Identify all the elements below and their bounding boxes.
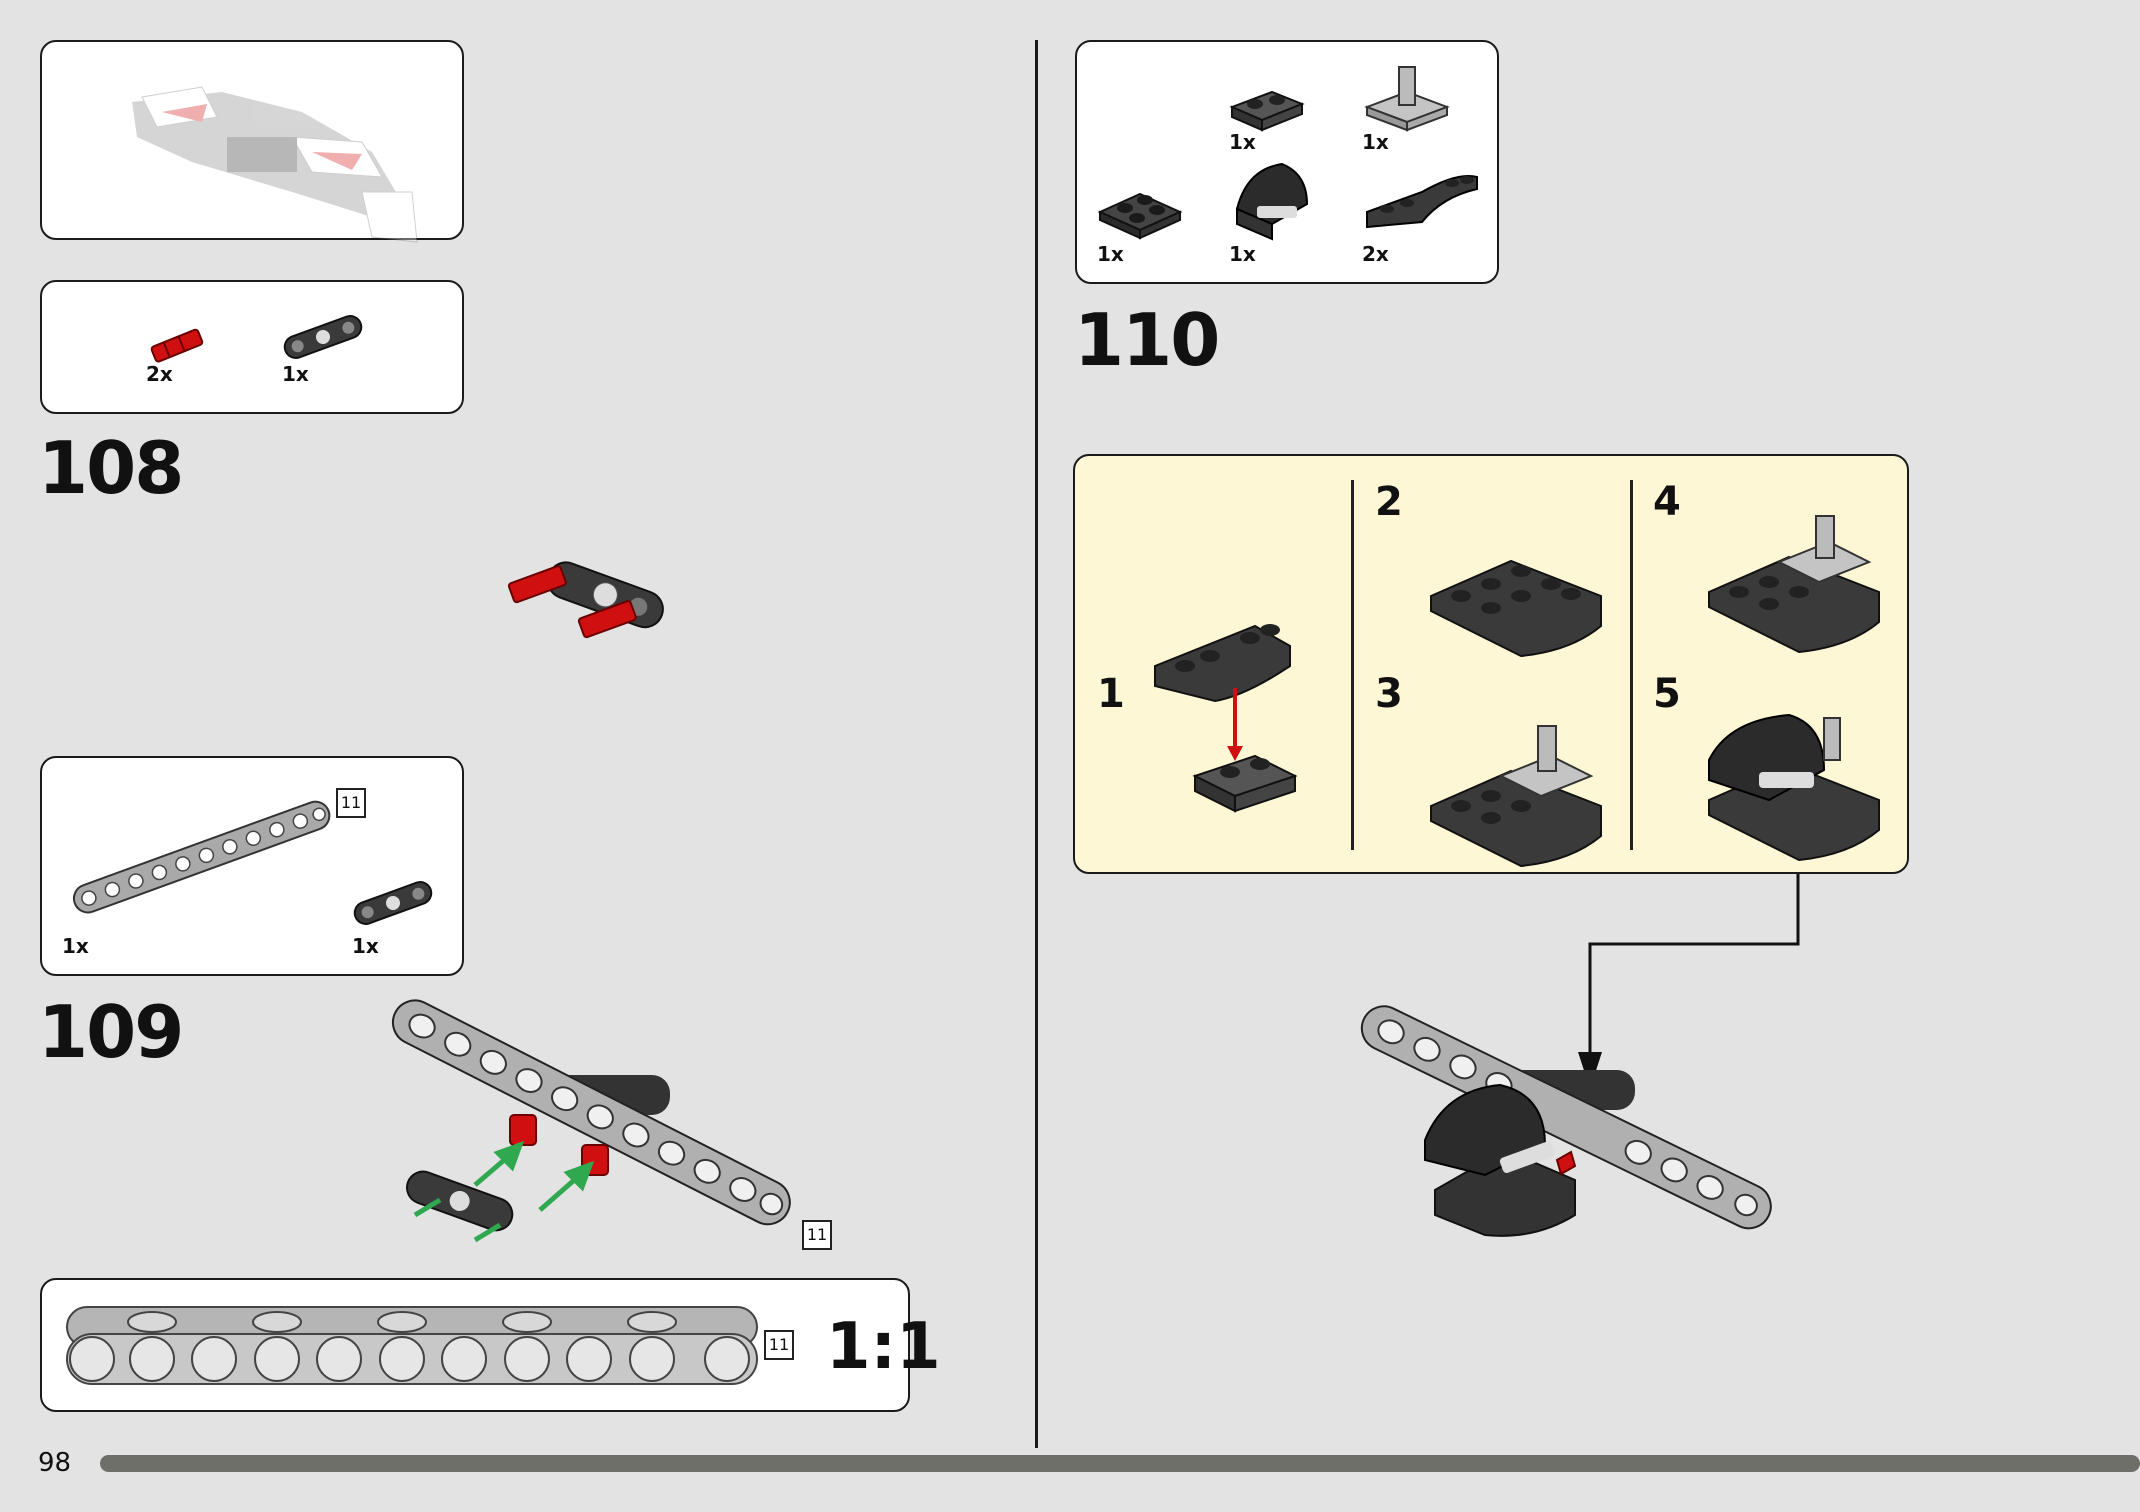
plate-with-pin-icon [1364,66,1450,132]
part-quantity: 1x [1362,130,1389,154]
part-quantity: 2x [1362,242,1389,266]
dark-beam-3-icon [283,315,363,359]
substep-number-2: 2 [1375,479,1403,525]
subassembly-divider [1630,480,1633,850]
grey-beam-11-icon [72,800,331,914]
substep-3-image [1430,725,1602,868]
red-axle-pin-icon [150,328,204,363]
green-insertion-arrow-icon [413,1140,595,1243]
part-quantity: 1x [1097,242,1124,266]
part-quantity: 1x [62,934,89,958]
part-quantity: 1x [282,362,309,386]
substep-2-image [1430,559,1602,658]
substep-1-image [1154,624,1298,813]
step-109-parts-list: 11 1x 1x [40,756,464,976]
step-number-108: 108 [38,426,184,510]
step-109-assembly-image [391,999,791,1243]
part-quantity: 1x [1229,242,1256,266]
red-axle-pin-icon [507,565,637,639]
page-divider [1035,40,1038,1448]
context-model-thumbnail [40,40,464,243]
part-quantity: 1x [352,934,379,958]
grey-beam-11-scale-image [66,1306,758,1385]
progress-bar [100,1455,2140,1472]
scale-check-box: 11 1:1 [40,1278,941,1412]
part-quantity: 2x [146,362,173,386]
step-110-parts-list: 1x 1x 1x 1x 2x [1075,40,1499,284]
step-108-parts-list: 2x 1x [40,280,464,414]
subassembly-divider [1351,480,1354,850]
step-number-110: 110 [1074,298,1220,382]
substep-number-5: 5 [1653,671,1681,717]
length-indicator-badge: 11 [336,788,366,818]
dark-beam-3-icon [353,881,433,925]
plate-1x2-icon [1229,90,1305,132]
curved-slope-printed-icon [1235,162,1309,241]
step-108-assembly-image [507,561,664,639]
step-number-109: 109 [38,990,184,1074]
substep-number-3: 3 [1375,671,1403,717]
curved-slope-2x4-icon [1366,175,1478,229]
substep-4-image [1708,515,1880,654]
part-quantity: 1x [1229,130,1256,154]
car-model-preview-image [132,86,418,243]
substep-number-1: 1 [1097,671,1125,717]
plate-2x2-icon [1097,192,1183,240]
substep-number-4: 4 [1653,479,1681,525]
length-indicator-badge: 11 [764,1330,794,1360]
step-110-assembly-image [1360,1005,1772,1237]
length-indicator-badge: 11 [802,1220,832,1250]
red-axle-pin-icon [1555,1150,1577,1176]
scale-label: 1:1 [826,1310,941,1384]
substep-5-image [1708,713,1880,862]
subassembly-panel: 1 2 3 4 5 [1073,454,1909,874]
page-number: 98 [38,1448,72,1478]
